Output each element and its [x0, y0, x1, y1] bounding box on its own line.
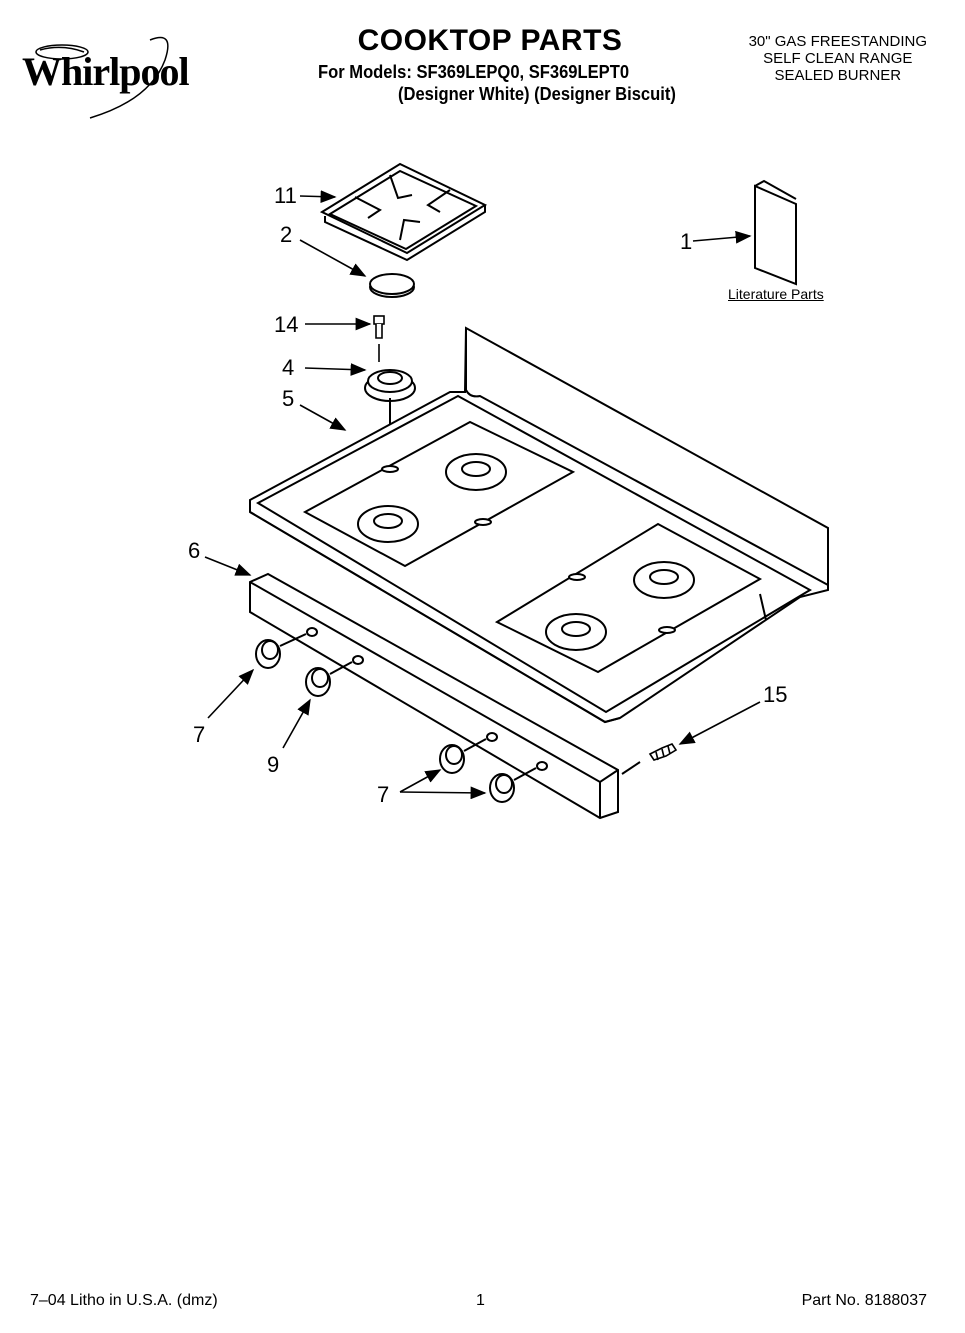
knob-1: [255, 633, 307, 669]
literature-part: [754, 179, 797, 286]
callout-5: 5: [282, 386, 295, 411]
spec-line-1: 30" GAS FREESTANDING: [748, 33, 927, 50]
spec-line-3: SEALED BURNER: [774, 67, 902, 84]
cooktop-part: [249, 326, 829, 724]
callout-9: 9: [267, 752, 280, 777]
knob-2: [305, 661, 353, 697]
whirlpool-logo: Whirlpool: [22, 48, 190, 95]
screw-part: [373, 315, 385, 362]
logo-swoosh: [35, 36, 169, 119]
grate-part: [319, 162, 488, 262]
callout-6: 6: [188, 538, 201, 563]
callout-14: 14: [274, 312, 299, 337]
knob-4: [489, 767, 537, 803]
literature-parts-label: Literature Parts: [728, 286, 824, 302]
callout-2: 2: [280, 222, 293, 247]
models-line: For Models: SF369LEPQ0, SF369LEPT0: [318, 62, 630, 82]
variants-line: (Designer White) (Designer Biscuit): [398, 84, 676, 104]
callout-7-left: 7: [193, 722, 206, 747]
callout-15: 15: [763, 682, 788, 707]
spec-block: 30" GAS FREESTANDING SELF CLEAN RANGE SE…: [749, 33, 927, 84]
burner-cap-part: [369, 273, 415, 298]
footer-part-number: Part No. 8188037: [801, 1292, 927, 1309]
footer-litho: 7–04 Litho in U.S.A. (dmz): [30, 1292, 218, 1309]
callout-11: 11: [274, 183, 297, 208]
knobs: [255, 633, 537, 803]
callout-1: 1: [680, 229, 693, 254]
burner-base-part: [364, 369, 416, 508]
side-screw-part: [648, 743, 678, 761]
control-panel-part: [249, 572, 641, 820]
leader-arrows: [204, 190, 761, 800]
spec-line-2: SELF CLEAN RANGE: [763, 50, 913, 67]
callout-4: 4: [282, 355, 295, 380]
brand-name: Whirlpool: [22, 49, 190, 94]
footer-page-number: 1: [476, 1292, 485, 1309]
callout-7-bottom: 7: [377, 782, 390, 807]
page-title: COOKTOP PARTS: [357, 24, 623, 57]
knob-3: [439, 738, 487, 774]
